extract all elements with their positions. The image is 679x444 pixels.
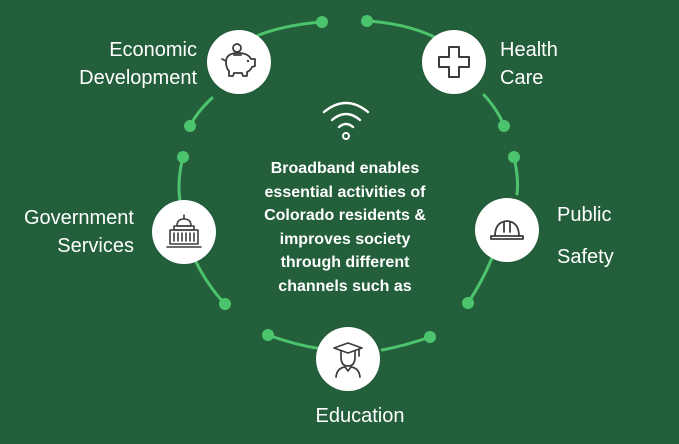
label-line: Government (23, 207, 134, 229)
ring-dot (316, 16, 328, 28)
public-safety-node (475, 198, 539, 262)
arc-right-lower (466, 256, 494, 305)
ring-dot (424, 331, 436, 343)
ring-dot (508, 151, 520, 163)
label-line: Services (57, 235, 134, 257)
center-line: through different (280, 254, 410, 271)
arc-bottom-right (380, 335, 432, 352)
ring-dot (498, 120, 510, 132)
economic-development-node (207, 30, 271, 94)
hard-hat-icon (490, 220, 524, 240)
ring-dot (184, 120, 196, 132)
center-line: Broadband enables (270, 160, 420, 177)
label-line: Care (500, 67, 544, 89)
wifi-icon (322, 101, 370, 140)
education-label: Education (280, 402, 440, 430)
piggy-bank-icon (221, 43, 256, 77)
health-care-node (422, 30, 486, 94)
arc-left-lower (194, 260, 227, 306)
capitol-building-icon (166, 214, 202, 248)
ring-dot (462, 297, 474, 309)
label-line: Safety (557, 246, 614, 268)
center-line: improves society (279, 230, 411, 248)
center-line: channels such as (278, 277, 412, 295)
arc-bottom-left (266, 333, 324, 351)
government-services-label: Government Services (4, 204, 134, 260)
arc-left-middle (177, 155, 185, 203)
ring-dot (177, 151, 189, 163)
graduate-icon (333, 342, 363, 378)
public-safety-label: Public Safety (557, 194, 614, 278)
label-line: Economic (109, 39, 197, 61)
government-services-node (152, 200, 216, 264)
label-line: Education (315, 405, 405, 427)
label-line: Public (557, 204, 612, 226)
economic-development-label: Economic Development (57, 36, 197, 92)
ring-dot (262, 329, 274, 341)
label-line: Health (500, 39, 558, 61)
education-node (316, 327, 380, 391)
ring-dot (361, 15, 373, 27)
ring-dot (219, 298, 231, 310)
label-line: Development (79, 67, 197, 89)
center-statement: Broadband enables essential activities o… (230, 157, 460, 298)
medical-cross-icon (438, 46, 470, 78)
center-line: essential activities of (264, 183, 426, 201)
health-care-label: Health Care (500, 36, 558, 92)
center-line: Colorado residents & (264, 207, 426, 224)
